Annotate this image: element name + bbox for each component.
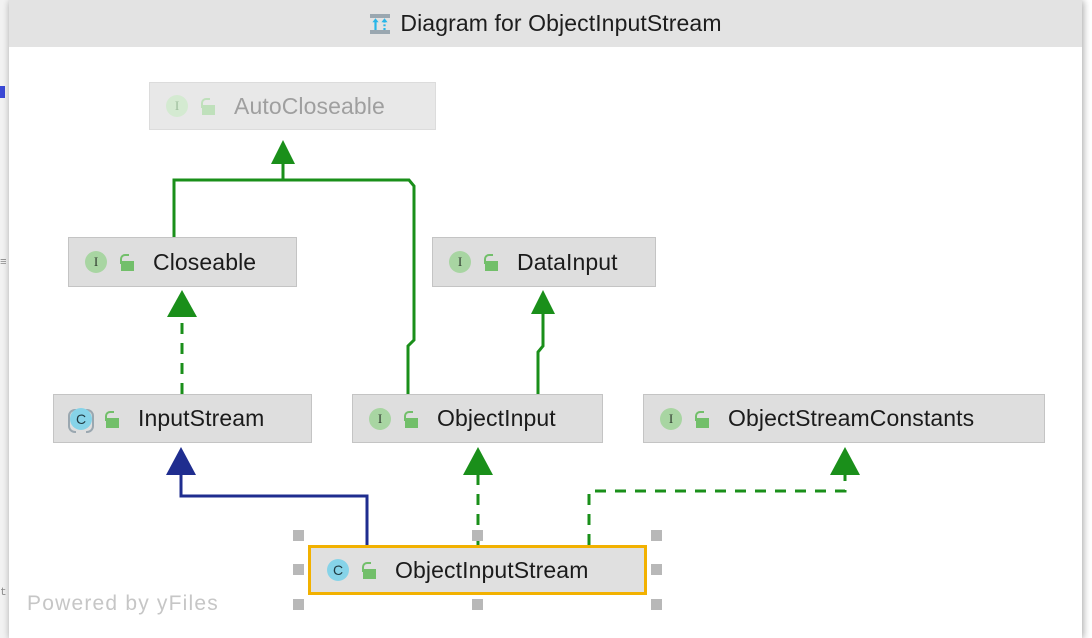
yfiles-watermark: Powered by yFiles	[27, 592, 219, 615]
node-label: Closeable	[153, 248, 257, 275]
interface-icon-letter: I	[369, 407, 391, 430]
interface-icon: I	[83, 249, 109, 275]
edge-objectinput-datainput	[531, 290, 555, 394]
gutter-marker	[0, 86, 5, 98]
node-label: InputStream	[138, 405, 265, 431]
selection-handle-bottom-right[interactable]	[651, 599, 662, 610]
unlocked-padlock-icon	[693, 409, 711, 429]
node-autocloseable[interactable]: I AutoCloseable	[149, 82, 436, 130]
edge-objectinput-autocloseable	[283, 178, 416, 394]
node-objectstreamconstants[interactable]: I ObjectStreamConstants	[643, 394, 1045, 443]
selection-handle-middle-left[interactable]	[293, 564, 304, 575]
selection-handle-top-right[interactable]	[651, 530, 662, 541]
selection-handle-bottom-left[interactable]	[293, 599, 304, 610]
gutter-fold-icon: ≡	[0, 257, 7, 269]
node-label: AutoCloseable	[234, 92, 385, 119]
diagram-popup-window: Diagram for ObjectInputStream	[9, 0, 1082, 638]
popup-titlebar: Diagram for ObjectInputStream	[9, 0, 1082, 48]
popup-title: Diagram for ObjectInputStream	[400, 10, 722, 36]
interface-icon: I	[658, 406, 684, 432]
unlocked-padlock-icon	[482, 252, 500, 272]
interface-icon-letter: I	[166, 95, 188, 117]
node-label: ObjectStreamConstants	[728, 405, 975, 431]
node-inputstream[interactable]: C InputStream	[53, 394, 312, 443]
unlocked-padlock-icon	[402, 409, 420, 429]
interface-icon: I	[164, 93, 190, 119]
edge-objectinputstream-objectstreamconstants	[587, 447, 860, 545]
interface-icon-letter: I	[85, 251, 107, 273]
unlocked-padlock-icon	[103, 409, 121, 429]
class-icon-letter: C	[327, 559, 349, 581]
edge-objectinputstream-objectinput	[463, 447, 493, 545]
edge-closeable-autocloseable	[172, 140, 295, 237]
edge-inputstream-closeable	[167, 290, 197, 394]
node-label: ObjectInputStream	[395, 556, 589, 583]
gutter-char: t	[0, 587, 7, 599]
node-objectinput[interactable]: I ObjectInput	[352, 394, 603, 443]
diagram-hierarchy-icon	[369, 13, 391, 35]
interface-icon: I	[447, 249, 473, 275]
selection-handle-middle-right[interactable]	[651, 564, 662, 575]
unlocked-padlock-icon	[199, 96, 217, 116]
interface-icon-letter: I	[660, 407, 682, 430]
class-icon-letter: C	[70, 407, 92, 430]
edge-objectinputstream-inputstream	[166, 447, 369, 545]
class-icon: C	[325, 557, 351, 583]
abstract-class-icon: C	[68, 406, 94, 433]
interface-icon-letter: I	[449, 251, 471, 273]
node-label: ObjectInput	[437, 405, 556, 431]
node-label: DataInput	[517, 248, 618, 275]
interface-icon: I	[367, 406, 393, 432]
node-closeable[interactable]: I Closeable	[68, 237, 297, 287]
edge-layer	[166, 140, 860, 545]
unlocked-padlock-icon	[360, 560, 378, 580]
selection-handle-bottom-center[interactable]	[472, 599, 483, 610]
selection-handle-top-left[interactable]	[293, 530, 304, 541]
node-objectinputstream[interactable]: C ObjectInputStream	[308, 545, 647, 595]
diagram-canvas[interactable]: I AutoCloseable I Closeable	[9, 47, 1082, 638]
node-datainput[interactable]: I DataInput	[432, 237, 656, 287]
unlocked-padlock-icon	[118, 252, 136, 272]
selection-handle-top-center[interactable]	[472, 530, 483, 541]
